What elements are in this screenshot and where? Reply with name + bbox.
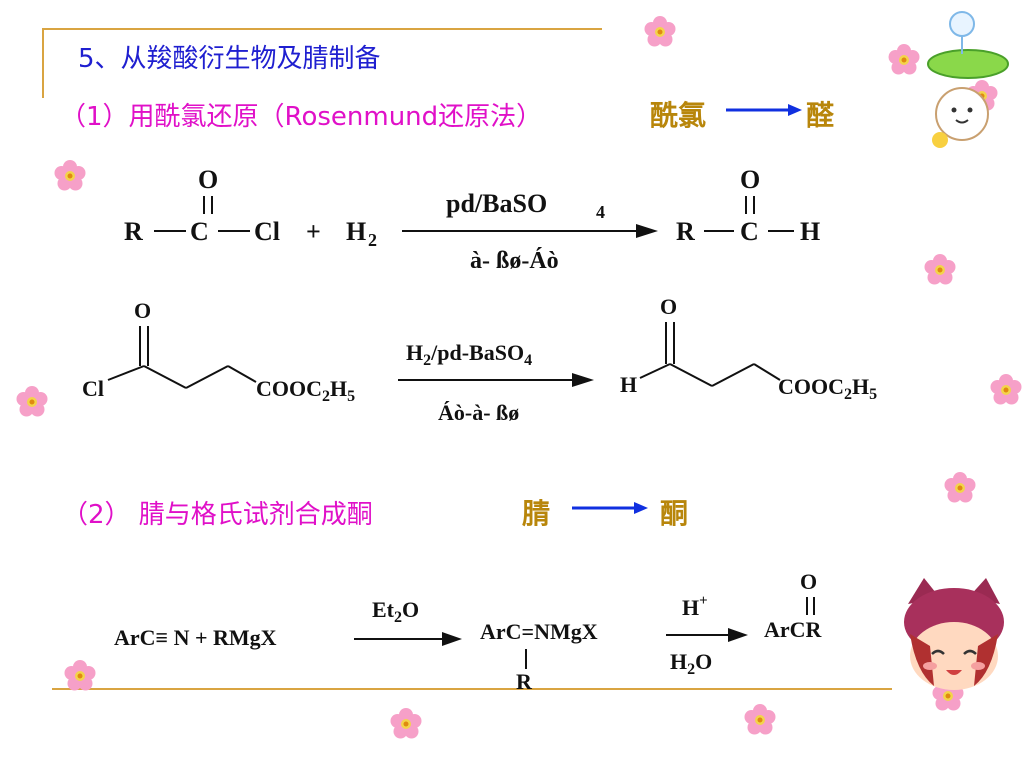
reagent2-label: H2/pd-BaSO4 bbox=[406, 340, 532, 369]
nitrile-reactants: ArC≡ N + RMgX bbox=[114, 625, 277, 650]
product-C: C bbox=[740, 217, 759, 246]
product-R: R bbox=[676, 217, 695, 246]
product-H: H bbox=[800, 217, 820, 246]
slide-title: 5、从羧酸衍生物及腈制备 bbox=[78, 44, 381, 74]
frame-bottom-line bbox=[52, 688, 892, 690]
ketone-product: ArCR bbox=[764, 617, 823, 642]
flower-decoration-4 bbox=[54, 160, 86, 191]
rosenmund-equation: O R C Cl + H 2 pd/BaSO 4 à- ßø-Áò O R C … bbox=[124, 165, 820, 274]
reactant-C: C bbox=[190, 217, 209, 246]
flower-decoration-11 bbox=[744, 704, 776, 735]
catalyst-label: pd/BaSO bbox=[446, 189, 547, 218]
section2-arrow bbox=[572, 502, 648, 514]
solvent-label: Et2O bbox=[372, 597, 419, 626]
succinyl-reduction-equation: O Cl COOC2H5 H2/pd-BaSO4 Áò-à- ßø O H CO… bbox=[82, 294, 877, 425]
conditions-label: à- ßø-Áò bbox=[470, 248, 559, 274]
flower-decoration-8 bbox=[944, 472, 976, 503]
reactant-Cl: Cl bbox=[254, 217, 280, 246]
section1-to-label: 醛 bbox=[806, 99, 835, 132]
reactant-oxygen: O bbox=[198, 165, 218, 194]
product2-h: H bbox=[620, 372, 637, 397]
section2-to-label: 酮 bbox=[660, 497, 689, 530]
flower-decoration-9 bbox=[64, 660, 96, 691]
grignard-equation: ArC≡ N + RMgX Et2O ArC=NMgX R H+ H2O O A… bbox=[114, 569, 823, 694]
flower-decoration-5 bbox=[924, 254, 956, 285]
frame-left-line bbox=[42, 28, 44, 98]
flower-decoration-6 bbox=[16, 386, 48, 417]
reactant-R: R bbox=[124, 217, 143, 246]
section2-heading: （2） 腈与格氏试剂合成酮 bbox=[62, 500, 373, 530]
flower-decoration-10 bbox=[390, 708, 422, 739]
product2-ester: COOC2H5 bbox=[778, 374, 877, 403]
catalyst-subscript: 4 bbox=[596, 202, 605, 222]
conditions2-label: Áò-à- ßø bbox=[438, 400, 519, 425]
frame-top-line bbox=[42, 28, 602, 30]
imine-intermediate: ArC=NMgX bbox=[480, 619, 598, 644]
reactant2-oxygen: O bbox=[134, 298, 151, 323]
flower-decoration-1 bbox=[644, 16, 676, 47]
reactant2-cl: Cl bbox=[82, 376, 104, 401]
cartoon-cat-character bbox=[904, 578, 1004, 690]
hydrogen-subscript: 2 bbox=[368, 230, 377, 250]
section1-heading: （1）用酰氯还原（Rosenmund还原法） bbox=[60, 102, 543, 132]
hydrogen: H bbox=[346, 217, 366, 246]
section1-arrow bbox=[726, 104, 802, 116]
plus-sign: + bbox=[306, 217, 321, 246]
cartoon-cloud-character bbox=[927, 11, 1009, 148]
flower-decoration-7 bbox=[990, 374, 1022, 405]
section1-from-label: 酰氯 bbox=[650, 99, 707, 132]
water-label: H2O bbox=[670, 649, 712, 678]
acid-label: H+ bbox=[682, 593, 708, 620]
intermediate-r: R bbox=[516, 669, 533, 694]
section2-from-label: 腈 bbox=[522, 497, 551, 530]
product-oxygen: O bbox=[740, 165, 760, 194]
reactant2-ester: COOC2H5 bbox=[256, 376, 355, 405]
product2-oxygen: O bbox=[660, 294, 677, 319]
ketone-oxygen: O bbox=[800, 569, 817, 594]
